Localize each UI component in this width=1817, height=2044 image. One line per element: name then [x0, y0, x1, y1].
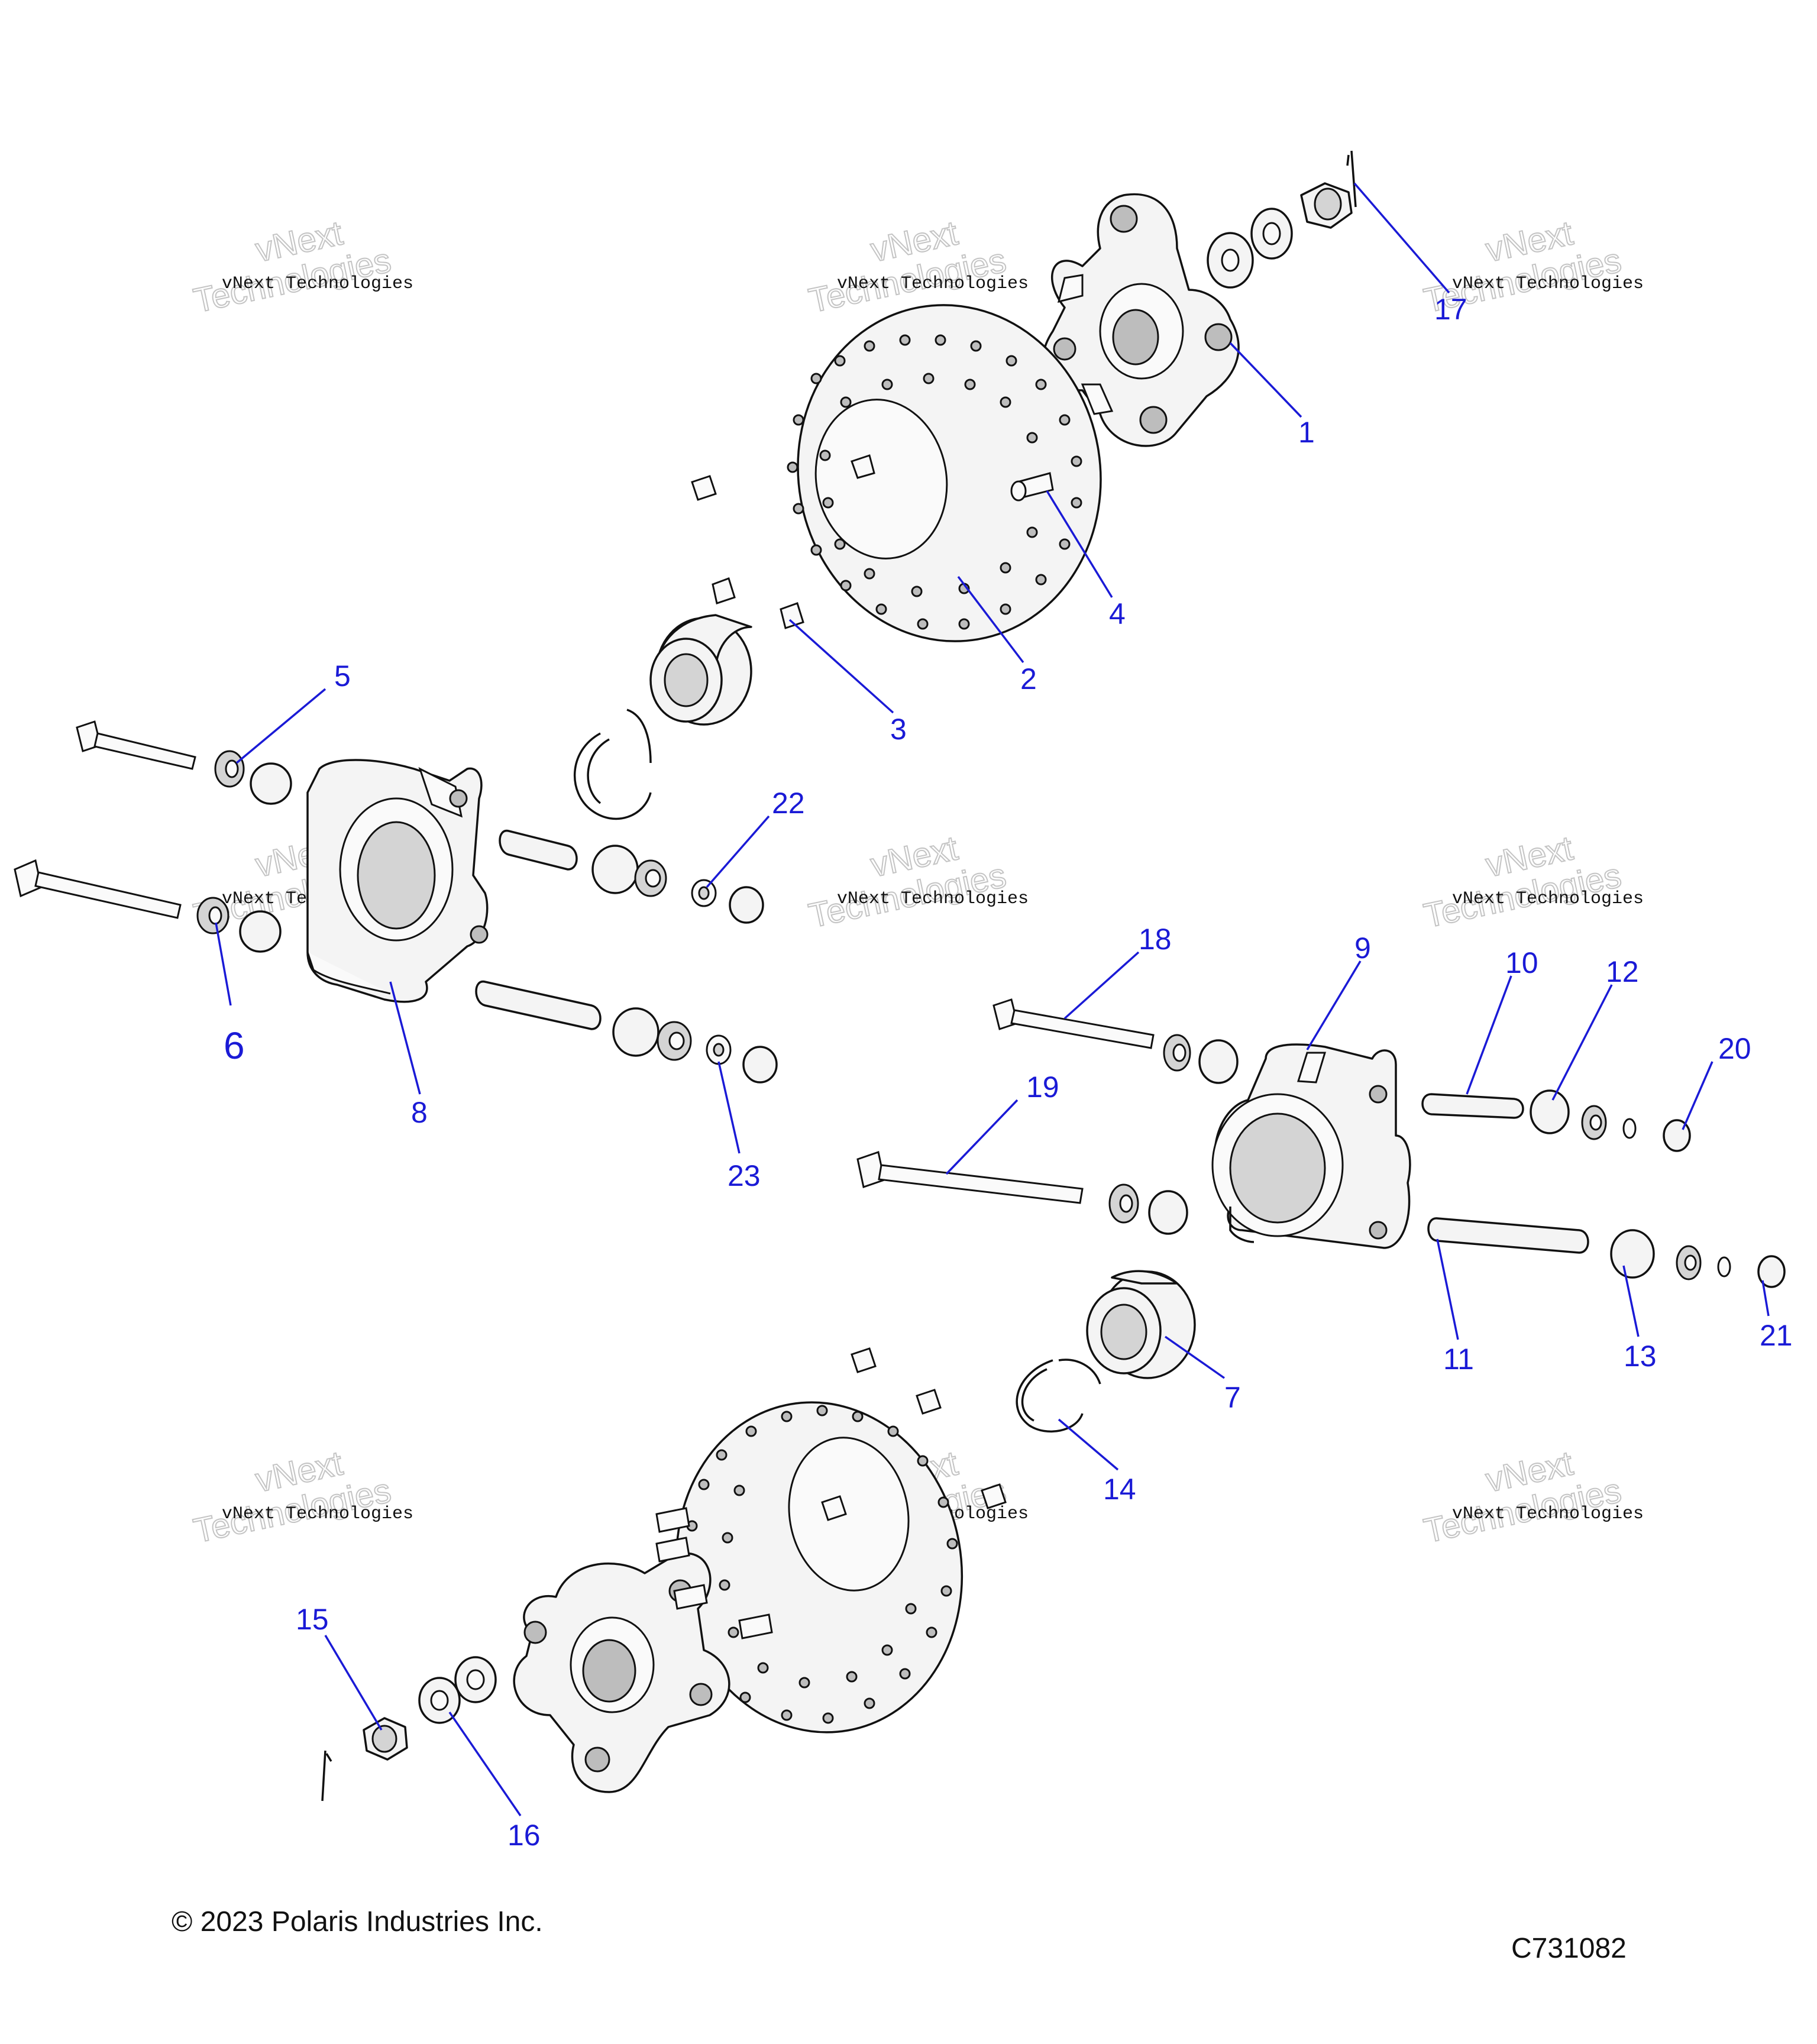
diagram-code: C731082: [1511, 1933, 1627, 1964]
part-11-spacer-tube-right: [1427, 1217, 1589, 1254]
callout-5: 5: [334, 659, 351, 693]
part-bolt-upper-left: [76, 720, 196, 770]
part-13-bushing-right: [1610, 1229, 1655, 1279]
part-14-snap-ring-lower: [1016, 1359, 1101, 1433]
part-7-bearing-lower: [1086, 1270, 1196, 1379]
part-19-bolt-right-lower: [856, 1151, 1084, 1204]
part-seal-right-lower: [1676, 1245, 1731, 1280]
part-18-bolt-right-upper: [992, 998, 1155, 1049]
part-bushing-left-upper: [591, 845, 667, 897]
callout-4: 4: [1109, 597, 1126, 630]
watermark-top-left: vNext Technologies vNext Technologies: [190, 213, 413, 321]
callout-15: 15: [296, 1603, 329, 1636]
part-2-brake-disc-upper: [787, 304, 1102, 642]
watermark-bottom-left: vNext Technologies vNext Technologies: [190, 1443, 413, 1551]
svg-text:vNext Technologies: vNext Technologies: [837, 274, 1029, 294]
callout-6: 6: [224, 1024, 245, 1067]
part-seal-right-upper: [1581, 1105, 1637, 1140]
part-bushing-right-lower: [1108, 1183, 1188, 1235]
callout-21: 21: [1760, 1319, 1793, 1352]
part-9-bearing-carrier-right: [1211, 1043, 1411, 1249]
part-spacer-tube-left-lower: [475, 981, 602, 1030]
callout-13: 13: [1624, 1340, 1657, 1373]
callout-7: 7: [1224, 1381, 1241, 1414]
callout-3: 3: [890, 713, 907, 746]
part-wheel-hub-lower: [513, 1507, 773, 1793]
part-6-washer-left: [196, 897, 282, 953]
callout-22: 22: [772, 787, 805, 820]
part-16-washers-lower: [418, 1656, 497, 1724]
watermark-mid-center: vNext Technologies vNext Technologies: [805, 828, 1029, 936]
callout-2: 2: [1020, 662, 1037, 696]
part-disc-bolts-lower: [821, 1347, 1007, 1521]
part-bearing-upper: [649, 614, 752, 726]
leader-lines: [215, 182, 1770, 1816]
part-cotter-pin-lower: [321, 1750, 332, 1802]
callout-8: 8: [411, 1096, 428, 1129]
callout-23: 23: [728, 1159, 761, 1192]
svg-text:vNext Technologies: vNext Technologies: [1452, 1504, 1644, 1524]
part-22-washer-left: [691, 879, 717, 907]
svg-text:vNext Technologies: vNext Technologies: [222, 274, 413, 294]
part-8-bearing-carrier-left: [306, 759, 489, 1003]
watermark-bottom-right: vNext Technologies vNext Technologies: [1420, 1443, 1644, 1551]
callout-11: 11: [1443, 1343, 1474, 1376]
watermark-mid-right: vNext Technologies vNext Technologies: [1420, 828, 1644, 936]
svg-text:vNext Technologies: vNext Technologies: [222, 1504, 413, 1524]
callout-16: 16: [507, 1819, 541, 1852]
callout-labels: 1 2 3 4 5 6 7 8 9 10 11 12 13 14 15 16 1…: [224, 293, 1793, 1852]
callout-10: 10: [1505, 946, 1538, 979]
part-bushing-left-lower: [612, 1007, 692, 1061]
callout-18: 18: [1139, 923, 1172, 956]
part-brake-disc-lower: [675, 1401, 964, 1733]
part-5-washer-left: [214, 750, 292, 805]
part-10-spacer-tube-right: [1421, 1093, 1524, 1119]
copyright-notice: © 2023 Polaris Industries Inc.: [172, 1906, 543, 1938]
callout-19: 19: [1026, 1070, 1059, 1104]
callout-9: 9: [1354, 932, 1371, 965]
part-cap-left-upper: [729, 886, 764, 924]
part-cap-left-lower: [742, 1046, 778, 1084]
callout-20: 20: [1718, 1032, 1751, 1065]
svg-text:vNext Technologies: vNext Technologies: [1452, 274, 1644, 294]
part-21-cap-right: [1757, 1255, 1786, 1288]
svg-text:vNext Technologies: vNext Technologies: [837, 889, 1029, 909]
callout-12: 12: [1606, 955, 1639, 988]
part-bolt-lower-left: [14, 859, 182, 919]
part-bushing-right-upper: [1163, 1034, 1239, 1084]
part-snap-ring-upper: [574, 709, 652, 820]
part-4-stud-upper: [1010, 472, 1054, 502]
part-12-bushing-right: [1530, 1089, 1570, 1134]
part-17-washers-nut-cotter-upper: [1207, 150, 1357, 289]
part-23-washer-left: [706, 1034, 732, 1065]
part-spacer-tube-left-upper: [499, 830, 578, 871]
callout-1: 1: [1298, 416, 1315, 449]
svg-text:vNext Technologies: vNext Technologies: [1452, 889, 1644, 909]
callout-14: 14: [1103, 1473, 1136, 1506]
part-3-disc-bolts-upper: [691, 454, 875, 629]
callout-17: 17: [1434, 293, 1467, 326]
part-15-castle-nut-lower: [363, 1717, 408, 1761]
